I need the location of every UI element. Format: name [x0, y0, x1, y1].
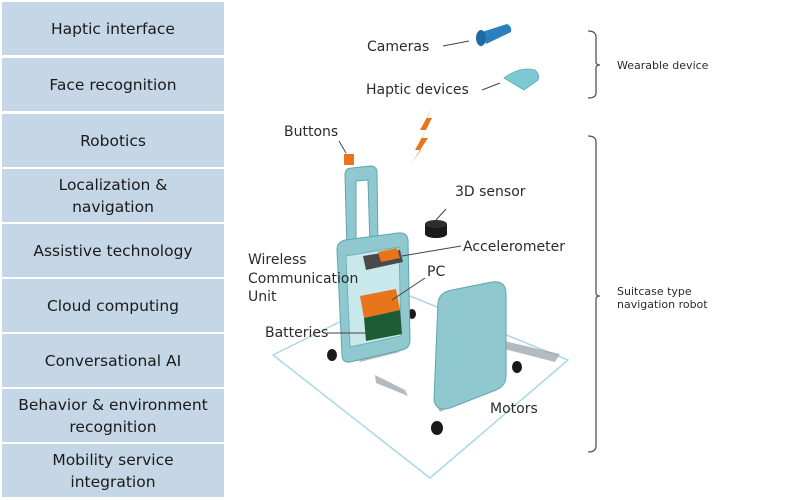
- wheel-icon: [431, 421, 443, 435]
- label-3d-sensor: 3D sensor: [455, 184, 526, 200]
- 3d-sensor-component: [425, 220, 447, 238]
- group-brackets: [587, 30, 601, 453]
- tech-tile-assistive-technology: Assistive technology: [2, 224, 224, 277]
- group-label-wearable: Wearable device: [617, 59, 709, 72]
- tech-tile-behavior-environment-recognition: Behavior & environment recognition: [2, 389, 224, 442]
- haptic-device-component: [503, 68, 539, 91]
- tech-tile-cloud-computing: Cloud computing: [2, 279, 224, 332]
- tech-tile-robotics: Robotics: [2, 114, 224, 167]
- label-wireless-line1: Wireless: [248, 252, 307, 268]
- leader-lines: [327, 40, 501, 334]
- group-label-robot-line1: Suitcase type: [617, 285, 692, 298]
- wireless-signal-icon: [411, 108, 432, 164]
- label-cameras: Cameras: [367, 39, 429, 55]
- bracket-wearable: [587, 30, 601, 99]
- tech-tile-face-recognition: Face recognition: [2, 58, 224, 111]
- label-haptic-devices: Haptic devices: [366, 82, 469, 98]
- front-panel: [433, 281, 507, 410]
- button-component: [344, 154, 354, 165]
- label-wireless-line2: Communication: [248, 271, 358, 287]
- group-label-robot-line2: navigation robot: [617, 298, 708, 311]
- batteries-block: [364, 310, 402, 341]
- technology-list: Haptic interface Face recognition Roboti…: [0, 0, 224, 500]
- label-wireless-line3: Unit: [248, 289, 277, 305]
- label-buttons: Buttons: [284, 124, 338, 140]
- accelerometer-block: [378, 248, 400, 262]
- tech-tile-mobility-service-integration: Mobility service integration: [2, 444, 224, 497]
- camera-component: [476, 24, 512, 46]
- suitcase-handle: [344, 165, 379, 253]
- label-motors: Motors: [490, 401, 538, 417]
- tech-tile-localization-navigation: Localization & navigation: [2, 169, 224, 222]
- wheel-icon: [512, 361, 522, 373]
- tech-tile-conversational-ai: Conversational AI: [2, 334, 224, 387]
- base-plate: [271, 291, 570, 479]
- tech-tile-haptic-interface: Haptic interface: [2, 2, 224, 55]
- wheel-icon: [327, 349, 337, 361]
- pc-block: [360, 289, 400, 318]
- label-batteries: Batteries: [265, 325, 328, 341]
- label-pc: PC: [427, 264, 445, 280]
- bracket-robot: [587, 135, 601, 453]
- label-accelerometer: Accelerometer: [463, 239, 565, 255]
